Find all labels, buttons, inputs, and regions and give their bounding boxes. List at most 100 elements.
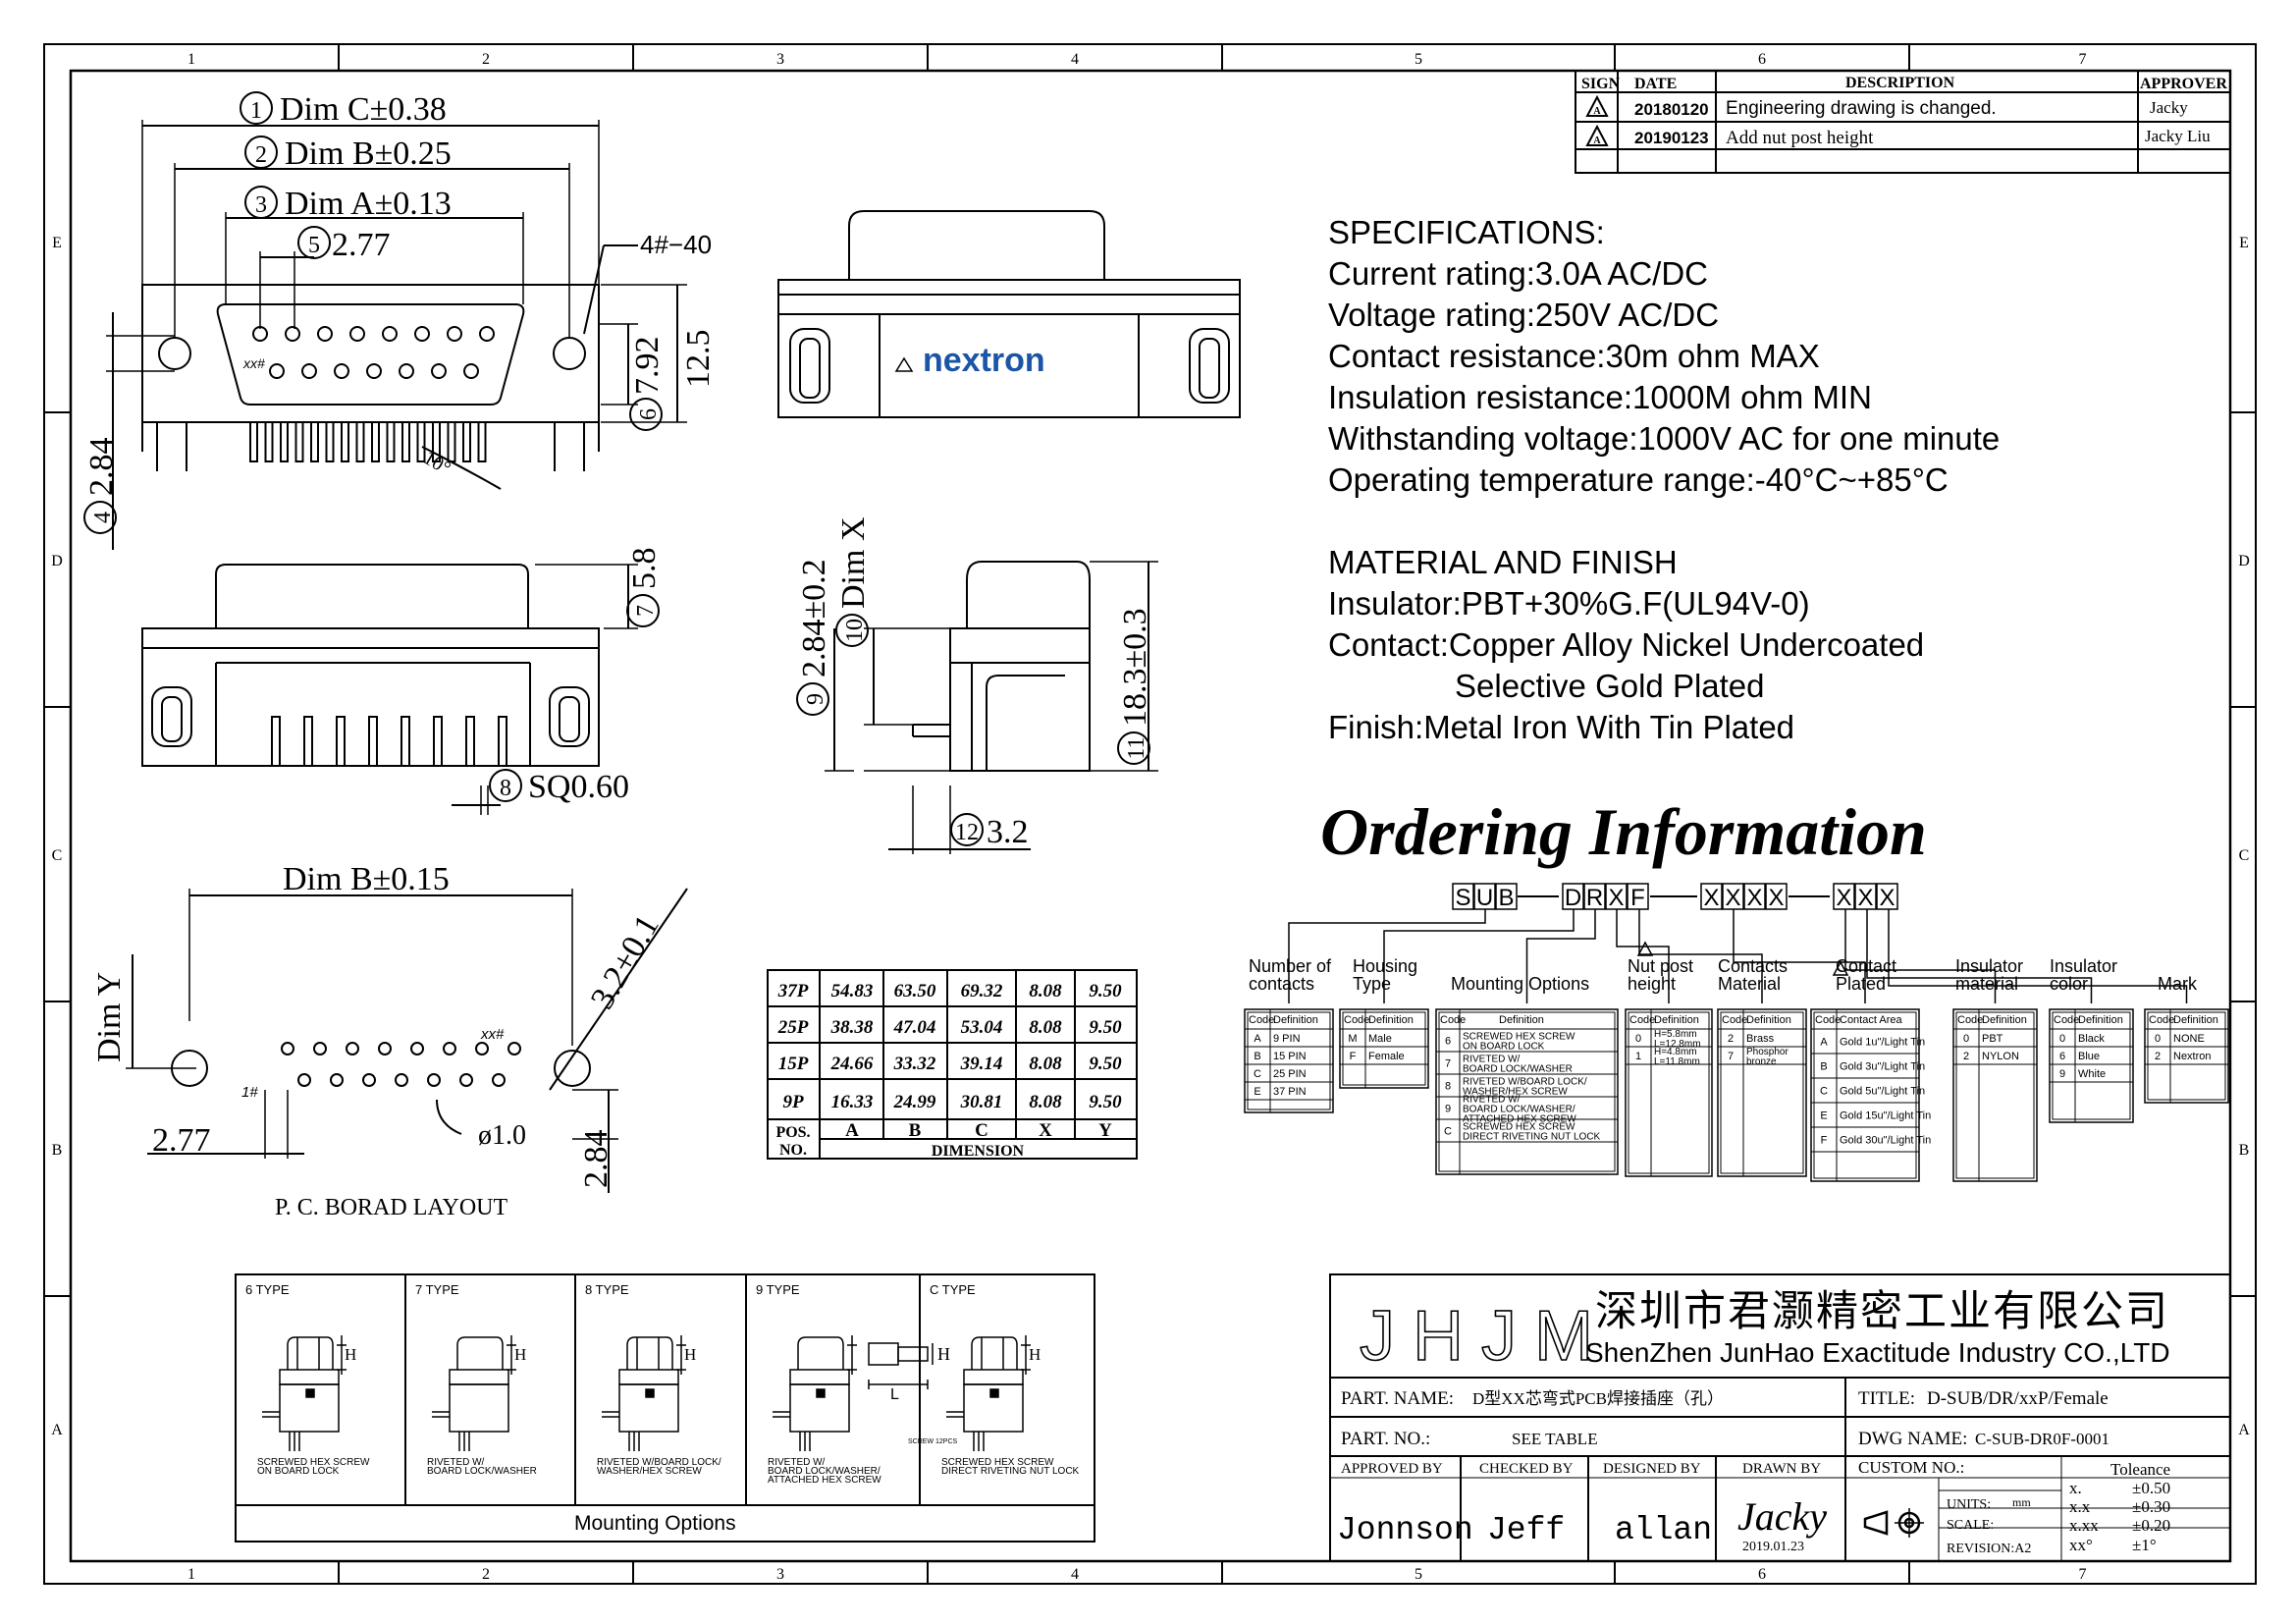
order-code: F <box>1350 1051 1357 1062</box>
svg-text:5: 5 <box>308 233 320 258</box>
order-group-label: Insulator <box>1955 956 2023 976</box>
spec-line: Voltage rating:250V AC/DC <box>1328 297 1720 333</box>
order-def-header: Definition <box>1499 1014 1544 1026</box>
pcb-pitch: 2.77 <box>152 1122 211 1159</box>
order-def-header: Definition <box>1654 1014 1699 1026</box>
order-code: 1 <box>1635 1051 1641 1062</box>
frame-row-label: A <box>2238 1422 2250 1438</box>
lead <box>433 716 443 767</box>
pcb-hole <box>346 1042 359 1056</box>
order-code: 0 <box>1963 1033 1969 1045</box>
spec-line: Insulation resistance:1000M ohm MIN <box>1328 379 1872 415</box>
svg-text:SQ0.60: SQ0.60 <box>528 769 629 805</box>
frame-row-label: A <box>51 1422 63 1438</box>
height-label: 6 7.92 <box>629 337 666 431</box>
dim-table-cell: 9.50 <box>1089 981 1122 1001</box>
lead <box>368 716 378 767</box>
pcb-hole <box>492 1073 506 1087</box>
lead <box>462 421 471 462</box>
company-logo: JHJM <box>1360 1297 1611 1376</box>
material-line: Contact:Copper Alloy Nickel Undercoated <box>1328 626 1925 663</box>
order-group-label: Mark <box>2158 974 2198 994</box>
order-table <box>2144 1008 2229 1104</box>
order-definition: RIVETED W/BOARD LOCK/ <box>1463 1077 1587 1088</box>
dwg-name-value: C-SUB-DR0F-0001 <box>1975 1430 2109 1448</box>
order-definition: Male <box>1368 1033 1392 1045</box>
dim-table-cell: 25P <box>777 1017 809 1038</box>
code-char: D <box>1565 885 1581 911</box>
lead <box>477 421 487 462</box>
order-definition: DIRECT RIVETING NUT LOCK <box>1463 1132 1601 1143</box>
pcb-pin-first: 1# <box>241 1084 258 1101</box>
designed-by-value: allan <box>1615 1512 1712 1548</box>
order-def-header: Definition <box>1273 1014 1318 1026</box>
dim-table-cell: 8.08 <box>1029 1017 1062 1038</box>
rev-sign: A <box>1593 106 1601 117</box>
material-line: Insulator:PBT+30%G.F(UL94V-0) <box>1328 585 1810 622</box>
spec-line: Current rating:3.0A AC/DC <box>1328 255 1709 292</box>
mount-type-drawing <box>773 1335 934 1451</box>
lead <box>386 421 396 462</box>
total-height-label: 12.5 <box>680 330 717 389</box>
pcb-hole <box>507 1042 521 1056</box>
dim-table-col: A <box>845 1120 859 1141</box>
tolerance-key: x.xx <box>2069 1516 2099 1535</box>
order-definition: L=11.8mm <box>1654 1056 1700 1067</box>
order-table <box>2049 1008 2134 1123</box>
order-table <box>1435 1008 1619 1175</box>
mount-h-label: H <box>684 1345 696 1364</box>
order-definition: NYLON <box>1982 1051 2019 1062</box>
code-char: F <box>1630 885 1645 911</box>
order-connector <box>1733 909 1866 1003</box>
order-code: B <box>1254 1051 1260 1062</box>
svg-text:Dim C±0.38: Dim C±0.38 <box>280 91 447 128</box>
pcb-hole <box>330 1073 344 1087</box>
front-view <box>777 210 1241 418</box>
order-group-label: Contact <box>1836 956 1896 976</box>
side-view <box>825 561 1158 854</box>
order-definition: 37 PIN <box>1273 1086 1307 1098</box>
order-code: A <box>1254 1033 1261 1045</box>
order-definition: BOARD LOCK/WASHER/ <box>1463 1105 1575 1115</box>
dim-table-cell: 53.04 <box>961 1017 1003 1038</box>
order-code: 2 <box>2155 1051 2161 1062</box>
pin-hole <box>285 326 300 342</box>
lead <box>465 716 475 767</box>
pin-hole <box>366 363 382 379</box>
side-v2-label: 10 Dim X <box>835 517 872 647</box>
lead <box>341 421 349 462</box>
dim-table-cell: 37P <box>777 981 809 1001</box>
order-definition: RIVETED W/ <box>1463 1095 1521 1106</box>
code-char: X <box>1703 885 1719 911</box>
lead <box>336 716 346 767</box>
pin-hole <box>414 326 430 342</box>
order-group-label: Mounting Options <box>1451 974 1589 994</box>
order-code-header: Code <box>1249 1014 1274 1026</box>
dim-table-col: Y <box>1098 1120 1112 1141</box>
order-definition: Gold 3u"/Light Tin <box>1840 1061 1925 1073</box>
frame-row-label: E <box>2239 235 2249 251</box>
order-code: 2 <box>1963 1051 1969 1062</box>
order-definition: Blue <box>2078 1051 2100 1062</box>
checked-by-value: Jeff <box>1487 1512 1565 1548</box>
lead <box>400 716 410 767</box>
order-table <box>1952 1008 2038 1182</box>
order-group-label: Insulator <box>2050 956 2117 976</box>
tolerance-value: ±1° <box>2132 1536 2157 1554</box>
lead <box>310 421 319 462</box>
pcb-hole <box>362 1073 376 1087</box>
mount-l-label: L <box>890 1386 899 1403</box>
tolerance-value: ±0.30 <box>2132 1497 2170 1516</box>
frame-column-label: 5 <box>1415 1566 1422 1583</box>
nextron-logo: nextron <box>894 342 1045 379</box>
tolerance-key: xx° <box>2069 1536 2093 1554</box>
frame-row-label: B <box>52 1142 63 1159</box>
order-group-label: Number of <box>1249 956 1332 976</box>
order-definition: RIVETED W/ <box>1463 1055 1521 1065</box>
designed-by-label: DESIGNED BY <box>1603 1461 1701 1477</box>
svg-text:8: 8 <box>500 776 511 801</box>
order-code: C <box>1254 1068 1261 1080</box>
dim-table-cell: 33.32 <box>893 1054 936 1074</box>
